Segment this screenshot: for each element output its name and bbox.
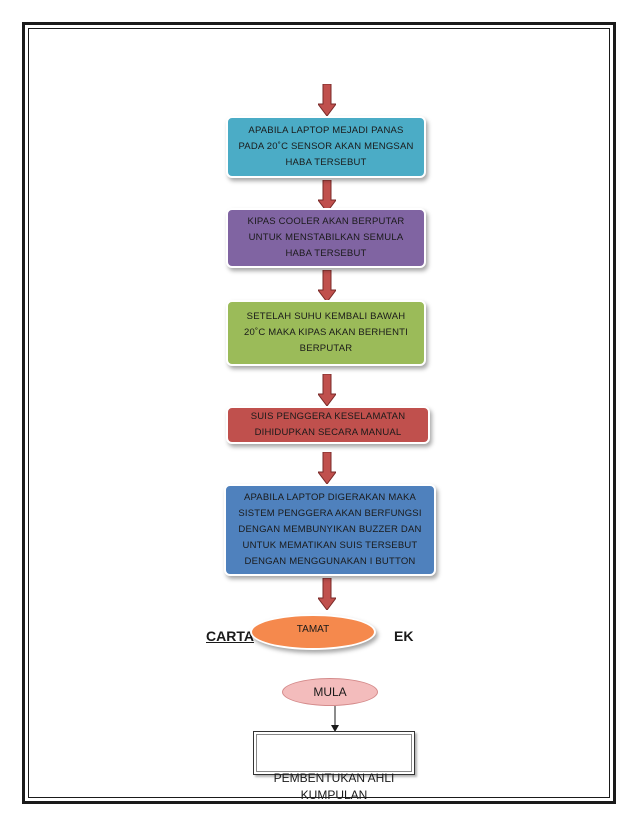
end-terminator: TAMAT [250, 614, 376, 650]
page-border-outer [22, 22, 616, 804]
process-box-alarm-switch: SUIS PENGGERA KESELAMATAN DIHIDUPKAN SEC… [226, 406, 430, 444]
process-box-sensor: APABILA LAPTOP MEJADI PANAS PADA 20˚C SE… [226, 116, 426, 178]
end-label: TAMAT [296, 624, 330, 635]
down-arrow-icon [318, 452, 336, 484]
down-arrow-icon [318, 270, 336, 302]
down-arrow-icon [318, 84, 336, 116]
process-box-buzzer: APABILA LAPTOP DIGERAKAN MAKA SISTEM PEN… [224, 484, 436, 576]
process-box-form-group: PEMBENTUKAN AHLI KUMPULAN [253, 731, 415, 802]
connector-arrow-icon [331, 706, 339, 732]
down-arrow-icon [318, 578, 336, 610]
page-border-inner [28, 28, 610, 798]
down-arrow-icon [318, 374, 336, 406]
down-arrow-icon [318, 180, 336, 212]
process-box-fan-cooler: KIPAS COOLER AKAN BERPUTAR UNTUK MENSTAB… [226, 208, 426, 268]
start-label: MULA [313, 685, 347, 699]
start-terminator: MULA [282, 678, 378, 706]
process-box-fan-stop: SETELAH SUHU KEMBALI BAWAH 20˚C MAKA KIP… [226, 300, 426, 366]
chart-heading: CARTA EK [206, 628, 413, 644]
chart-heading-right: EK [394, 628, 414, 644]
process-box-form-group-label: PEMBENTUKAN AHLI KUMPULAN [273, 771, 395, 802]
process-box-inner-border [256, 734, 412, 772]
chart-heading-left: CARTA [206, 628, 254, 644]
